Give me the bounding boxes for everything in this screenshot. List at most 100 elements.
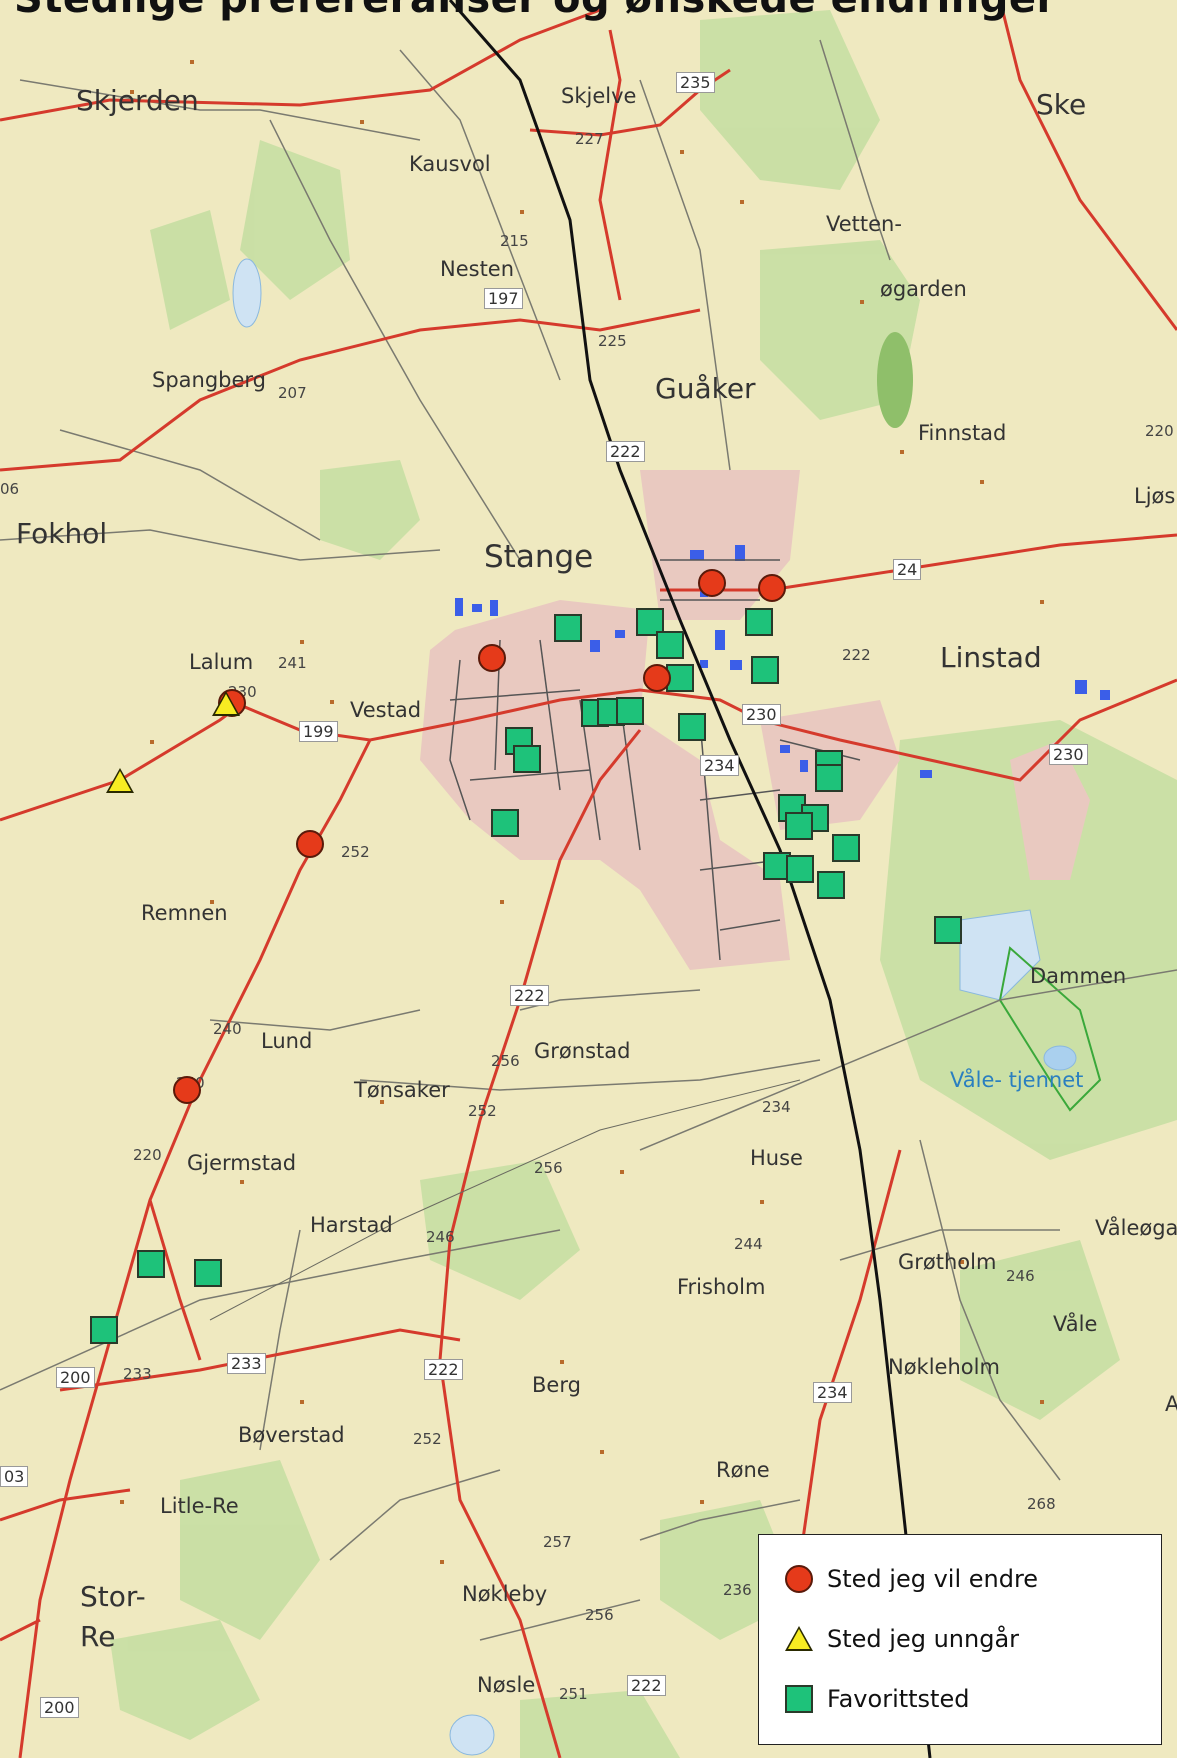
road-number: 251 xyxy=(559,1685,588,1703)
circle-marker-icon xyxy=(785,1565,813,1593)
favorite-place-marker[interactable] xyxy=(678,713,706,741)
road-number: 227 xyxy=(575,130,604,148)
road-number: 268 xyxy=(1027,1495,1056,1513)
road-number: 199 xyxy=(299,721,338,742)
road-number: 220 xyxy=(1145,422,1174,440)
favorite-place-marker[interactable] xyxy=(554,614,582,642)
place-fokhol: Fokhol xyxy=(16,517,108,550)
road-number: 241 xyxy=(278,654,307,672)
road-number: 235 xyxy=(676,72,715,93)
avoid-place-marker[interactable] xyxy=(212,691,240,716)
road-number: 200 xyxy=(40,1697,79,1718)
change-place-marker[interactable] xyxy=(478,644,506,672)
road-number: 220 xyxy=(133,1146,162,1164)
map-title: Stedlige prefereranser og ønskede endrin… xyxy=(14,0,1057,22)
legend-label: Sted jeg vil endre xyxy=(827,1565,1039,1593)
place-gjermstad: Gjermstad xyxy=(187,1151,297,1175)
change-place-marker[interactable] xyxy=(173,1076,201,1104)
change-place-marker[interactable] xyxy=(758,574,786,602)
place-frisholm: Frisholm xyxy=(677,1275,766,1299)
place-ogarden: øgarden xyxy=(880,277,967,301)
favorite-place-marker[interactable] xyxy=(934,916,962,944)
place-harstad: Harstad xyxy=(310,1213,393,1237)
road-number: 252 xyxy=(468,1102,497,1120)
place-guaker: Guåker xyxy=(655,372,756,405)
favorite-place-marker[interactable] xyxy=(815,764,843,792)
road-number: 200 xyxy=(56,1367,95,1388)
road-number: 06 xyxy=(0,480,20,498)
place-lund: Lund xyxy=(261,1029,313,1053)
favorite-place-marker[interactable] xyxy=(751,656,779,684)
place-skjelve: Skjelve xyxy=(561,84,637,108)
place-dammen: Dammen xyxy=(1030,964,1127,988)
change-place-marker[interactable] xyxy=(643,664,671,692)
road-number: 256 xyxy=(585,1606,614,1624)
place-grotholm: Grøtholm xyxy=(898,1250,997,1274)
place-storre: Stor- Re xyxy=(80,1580,146,1653)
road-number: 234 xyxy=(762,1098,791,1116)
road-number: 256 xyxy=(534,1159,563,1177)
road-number: 222 xyxy=(606,441,645,462)
road-number: 230 xyxy=(1049,744,1088,765)
favorite-place-marker[interactable] xyxy=(513,745,541,773)
road-number: 03 xyxy=(0,1466,29,1487)
favorite-place-marker[interactable] xyxy=(636,608,664,636)
place-boverstad: Bøverstad xyxy=(238,1423,345,1447)
place-kausvol: Kausvol xyxy=(409,152,491,176)
road-number: 246 xyxy=(1006,1267,1035,1285)
place-lalum: Lalum xyxy=(189,650,254,674)
place-ske: Ske xyxy=(1036,88,1087,121)
road-number: 246 xyxy=(426,1228,455,1246)
road-number: 244 xyxy=(734,1235,763,1253)
road-number: 222 xyxy=(510,985,549,1006)
place-ljos: Ljøs xyxy=(1134,484,1176,508)
road-number: 207 xyxy=(278,384,307,402)
change-place-marker[interactable] xyxy=(698,569,726,597)
favorite-place-marker[interactable] xyxy=(90,1316,118,1344)
favorite-place-marker[interactable] xyxy=(832,834,860,862)
road-number: 222 xyxy=(424,1359,463,1380)
road-number: 222 xyxy=(627,1675,666,1696)
road-number: 222 xyxy=(842,646,871,664)
place-finnstad: Finnstad xyxy=(918,421,1007,445)
road-number: 252 xyxy=(413,1430,442,1448)
road-number: 225 xyxy=(598,332,627,350)
place-nesten: Nesten xyxy=(440,257,515,281)
road-number: 24 xyxy=(893,559,922,580)
place-grenstad: Grønstad xyxy=(534,1039,631,1063)
place-litlere: Litle-Re xyxy=(160,1494,239,1518)
favorite-place-marker[interactable] xyxy=(194,1259,222,1287)
road-number: 233 xyxy=(227,1353,266,1374)
road-number: 230 xyxy=(742,704,781,725)
favorite-place-marker[interactable] xyxy=(616,697,644,725)
place-nokleby: Nøkleby xyxy=(462,1582,548,1606)
favorite-place-marker[interactable] xyxy=(656,631,684,659)
change-place-marker[interactable] xyxy=(296,830,324,858)
road-number: 234 xyxy=(813,1382,852,1403)
legend-label: Favorittsted xyxy=(827,1685,970,1713)
place-berg: Berg xyxy=(532,1373,581,1397)
place-a: A xyxy=(1165,1392,1177,1416)
favorite-place-marker[interactable] xyxy=(137,1250,165,1278)
road-number: 197 xyxy=(484,288,523,309)
favorite-place-marker[interactable] xyxy=(491,809,519,837)
road-number: 234 xyxy=(700,755,739,776)
road-number: 236 xyxy=(723,1581,752,1599)
square-marker-icon xyxy=(785,1685,813,1713)
place-spangberg: Spangberg xyxy=(152,368,267,392)
legend-label: Sted jeg unngår xyxy=(827,1625,1020,1653)
place-vestad: Vestad xyxy=(350,698,422,722)
place-skjerden: Skjerden xyxy=(76,84,199,117)
favorite-place-marker[interactable] xyxy=(745,608,773,636)
legend-item-circle: Sted jeg vil endre xyxy=(779,1559,1038,1599)
place-tonsaker: Tønsaker xyxy=(354,1078,450,1102)
favorite-place-marker[interactable] xyxy=(817,871,845,899)
place-remnen: Remnen xyxy=(141,901,228,925)
place-vale: Våle xyxy=(1053,1312,1098,1336)
road-number: 240 xyxy=(213,1020,242,1038)
avoid-place-marker[interactable] xyxy=(106,768,134,793)
favorite-place-marker[interactable] xyxy=(786,855,814,883)
road-number: 233 xyxy=(123,1365,152,1383)
favorite-place-marker[interactable] xyxy=(785,812,813,840)
